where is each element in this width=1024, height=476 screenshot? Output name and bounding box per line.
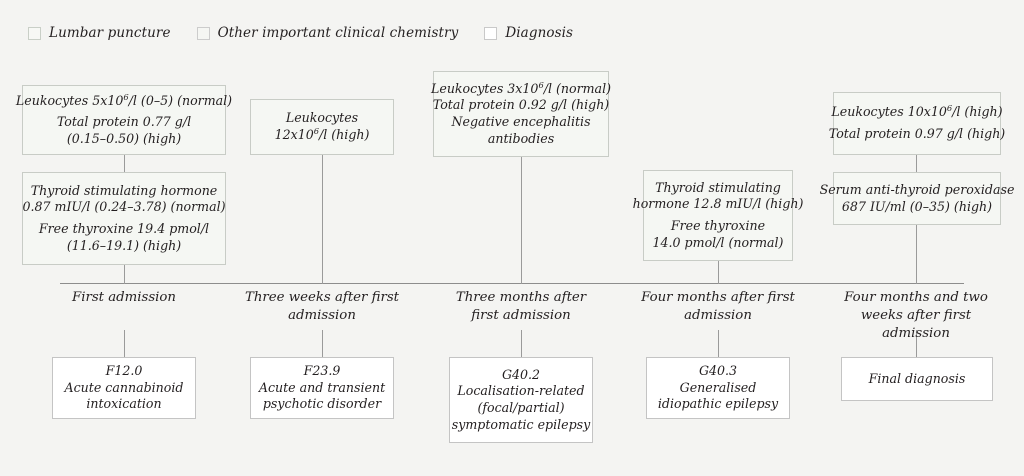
- timeline-label-text: First admission: [72, 290, 176, 305]
- connector-line: [322, 330, 323, 357]
- legend-item-lumbar-puncture: Lumbar puncture: [28, 25, 171, 41]
- clinical-chemistry-box: Thyroid stimulating hormone 0.87 mIU/l (…: [22, 172, 226, 265]
- connector-line: [521, 330, 522, 357]
- legend-item-diagnosis: Diagnosis: [484, 25, 573, 41]
- diagnosis-text-line: idiopathic epilepsy: [657, 396, 779, 412]
- legend-swatch-icon: [196, 26, 210, 40]
- lumbar-puncture-box: Leukocytes 5x106/l (0–5) (normal) Total …: [16, 85, 232, 155]
- diagnosis-box: G40.3 Generalised idiopathic epilepsy: [646, 357, 790, 419]
- timeline-label-text: Four months after first admission: [641, 290, 795, 323]
- diagnosis-text-line: (focal/partial): [477, 400, 565, 415]
- connector-line: [124, 265, 125, 284]
- result-line: (0.15–0.50) (high): [66, 130, 182, 146]
- result-line: Thyroid stimulating hormone: [30, 182, 218, 198]
- diagnosis-box: F23.9 Acute and transient psychotic diso…: [250, 357, 394, 419]
- box-paragraph: Total protein 0.97 g/l (high): [829, 126, 1005, 143]
- result-line: Free thyroxine 19.4 pmol/l: [38, 221, 210, 236]
- timeline-label: Four months after first admission: [638, 289, 798, 325]
- box-paragraph: Thyroid stimulating hormone 0.87 mIU/l (…: [22, 183, 225, 216]
- box-paragraph: Leukocytes 3x106/l (normal) Total protei…: [431, 79, 612, 147]
- connector-line: [718, 330, 719, 357]
- diagnosis-code: F12.0: [105, 363, 143, 379]
- box-paragraph: Leukocytes 10x106/l (high): [831, 104, 1002, 121]
- diagnosis-text-line: Acute and transient: [258, 379, 386, 395]
- result-line: Total protein 0.92 g/l (high): [432, 97, 610, 113]
- diagnosis-box: Final diagnosis: [841, 357, 993, 401]
- legend-swatch-icon: [28, 26, 41, 40]
- lumbar-puncture-box: Leukocytes 12x106/l (high): [250, 99, 394, 155]
- connector-line: [916, 330, 917, 357]
- connector-line: [916, 155, 917, 172]
- result-line: Negative encephalitis: [451, 114, 591, 129]
- result-line: 14.0 pmol/l (normal): [652, 234, 784, 250]
- timeline-label-text: Three weeks after first admission: [244, 290, 400, 323]
- diagnosis-text-line: symptomatic epilepsy: [451, 416, 591, 432]
- result-line: antibodies: [487, 130, 555, 146]
- diagnosis-text-line: intoxication: [86, 396, 162, 412]
- legend: Lumbar puncture Other important clinical…: [28, 25, 599, 41]
- connector-line: [718, 261, 719, 284]
- timeline-label: Three months after first admission: [441, 289, 601, 325]
- connector-line: [916, 225, 917, 284]
- connector-line: [124, 155, 125, 172]
- timeline-label-text: Four months and two weeks after first ad…: [844, 290, 988, 341]
- lumbar-puncture-box: Leukocytes 10x106/l (high) Total protein…: [829, 92, 1005, 155]
- box-paragraph: Leukocytes 5x106/l (0–5) (normal): [15, 91, 233, 110]
- clinical-chemistry-box: Thyroid stimulating hormone 12.8 mIU/l (…: [633, 170, 803, 261]
- result-line: 687 IU/ml (0–35) (high): [841, 198, 993, 214]
- result-line: 0.87 mIU/l (0.24–3.78) (normal): [22, 199, 226, 215]
- connector-line: [124, 330, 125, 357]
- diagnosis-box: F12.0 Acute cannabinoid intoxication: [52, 357, 196, 419]
- diagnosis-text-line: psychotic disorder: [262, 396, 382, 412]
- box-paragraph: Serum anti-thyroid peroxidase 687 IU/ml …: [820, 182, 1015, 215]
- result-line: Leukocytes 5x106/l (0–5) (normal): [15, 91, 233, 108]
- result-line: Thyroid stimulating: [655, 179, 781, 195]
- box-paragraph: Free thyroxine 19.4 pmol/l (11.6–19.1) (…: [39, 221, 209, 254]
- result-line: (11.6–19.1) (high): [66, 237, 182, 253]
- connector-line: [322, 155, 323, 284]
- legend-swatch-icon: [484, 26, 498, 40]
- result-line: Total protein 0.97 g/l (high): [828, 126, 1006, 141]
- box-paragraph: Thyroid stimulating hormone 12.8 mIU/l (…: [633, 180, 804, 213]
- legend-label: Other important clinical chemistry: [217, 25, 459, 41]
- diagnosis-text-line: Final diagnosis: [868, 370, 966, 386]
- result-line: Leukocytes 3x106/l (normal): [431, 79, 612, 96]
- result-line: Leukocytes 10x106/l (high): [831, 103, 1003, 120]
- timeline-label: Four months and two weeks after first ad…: [826, 289, 1006, 343]
- diagnosis-box: G40.2 Localisation-related (focal/partia…: [449, 357, 593, 443]
- result-line: Free thyroxine: [670, 218, 766, 233]
- result-line: Leukocytes: [285, 110, 359, 126]
- result-line: 12x106/l (high): [274, 125, 370, 142]
- lumbar-puncture-box: Leukocytes 3x106/l (normal) Total protei…: [431, 71, 612, 157]
- box-paragraph: Leukocytes 12x106/l (high): [275, 110, 370, 143]
- result-line: Total protein 0.77 g/l: [56, 114, 192, 130]
- diagnosis-code: G40.3: [698, 363, 738, 379]
- connector-line: [521, 157, 522, 284]
- timeline-label: Three weeks after first admission: [242, 289, 402, 325]
- result-line: Serum anti-thyroid peroxidase: [819, 181, 1015, 197]
- legend-label: Diagnosis: [505, 25, 574, 41]
- timeline-axis: [60, 283, 964, 284]
- legend-label: Lumbar puncture: [49, 25, 171, 41]
- box-paragraph: Total protein 0.77 g/l (0.15–0.50) (high…: [57, 114, 191, 147]
- diagnosis-code: G40.2: [501, 366, 541, 382]
- diagnosis-code: F23.9: [303, 363, 341, 379]
- legend-item-clinical-chemistry: Other important clinical chemistry: [196, 25, 459, 41]
- clinical-chemistry-box: Serum anti-thyroid peroxidase 687 IU/ml …: [820, 172, 1014, 225]
- box-paragraph: Free thyroxine 14.0 pmol/l (normal): [653, 218, 784, 251]
- timeline-label: First admission: [34, 289, 214, 307]
- diagnosis-text-line: Generalised: [679, 379, 757, 395]
- diagnosis-text-line: Acute cannabinoid: [64, 379, 184, 395]
- result-line: hormone 12.8 mIU/l (high): [632, 196, 804, 212]
- diagnosis-text-line: Localisation-related: [457, 383, 585, 399]
- timeline-label-text: Three months after first admission: [455, 290, 587, 323]
